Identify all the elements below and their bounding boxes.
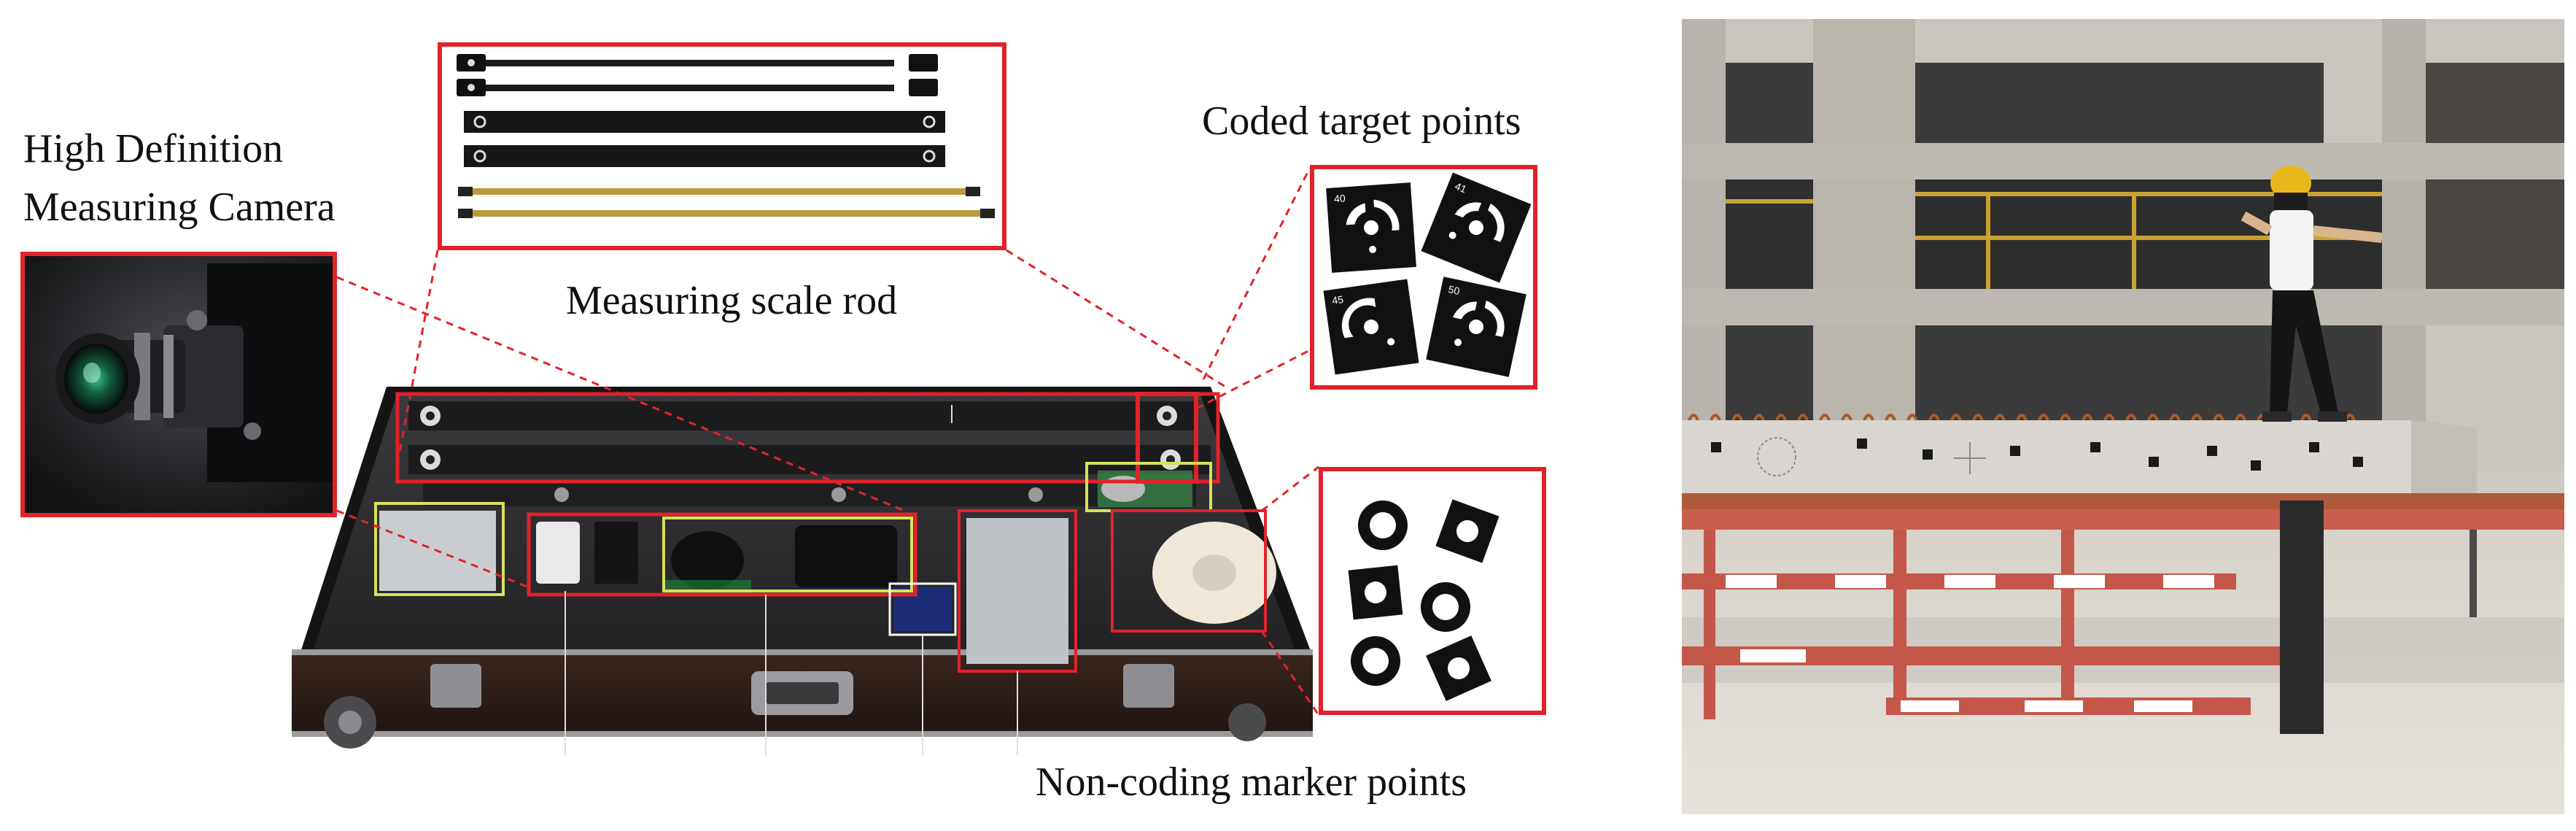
coded-target-45: 45 xyxy=(1323,279,1419,375)
site-photo-image xyxy=(1682,19,2564,814)
flat-bar-2 xyxy=(464,145,945,167)
coded-target-id: 45 xyxy=(1331,293,1344,306)
scale-rod-label: Measuring scale rod xyxy=(566,278,898,323)
coded-targets-label: Coded target points xyxy=(1202,98,1521,144)
gold-rod-2 xyxy=(458,209,995,218)
coded-target-id: 41 xyxy=(1454,180,1469,196)
gold-rod-1 xyxy=(458,187,980,196)
carbon-rod-2 xyxy=(457,79,938,96)
site-photo xyxy=(1682,19,2564,814)
coded-targets-image: 40 41 45 50 xyxy=(1323,172,1532,377)
equipment-case xyxy=(284,379,1320,759)
ring-marker xyxy=(1421,582,1470,632)
non-coding-label: Non-coding marker points xyxy=(1036,760,1467,805)
operator-person xyxy=(2241,166,2383,422)
carbon-rod-1 xyxy=(457,54,938,71)
scale-rod-callout xyxy=(438,42,1006,250)
camera-label-line2: Measuring Camera xyxy=(23,185,335,230)
square-marker xyxy=(1426,635,1491,701)
coded-target-40: 40 xyxy=(1326,182,1416,273)
square-marker xyxy=(1435,499,1500,563)
camera-label-line1: High Definition xyxy=(23,126,284,171)
camera-callout xyxy=(20,252,337,517)
scale-rod-image xyxy=(457,54,995,218)
non-coding-markers-image xyxy=(1348,499,1500,701)
coded-target-id: 40 xyxy=(1334,192,1346,204)
ring-marker xyxy=(1351,636,1400,686)
non-coding-callout xyxy=(1319,467,1546,715)
flat-bar-1 xyxy=(464,111,945,133)
coded-target-41: 41 xyxy=(1421,172,1532,283)
ring-marker xyxy=(1358,500,1408,550)
square-marker xyxy=(1348,565,1403,620)
equipment-case-image xyxy=(292,387,1313,755)
coded-target-50: 50 xyxy=(1426,277,1526,377)
coded-targets-callout: 40 41 45 50 xyxy=(1310,165,1537,390)
coded-target-id: 50 xyxy=(1447,283,1461,297)
camera-image xyxy=(25,256,333,513)
beam-target-markers xyxy=(1711,438,2363,471)
